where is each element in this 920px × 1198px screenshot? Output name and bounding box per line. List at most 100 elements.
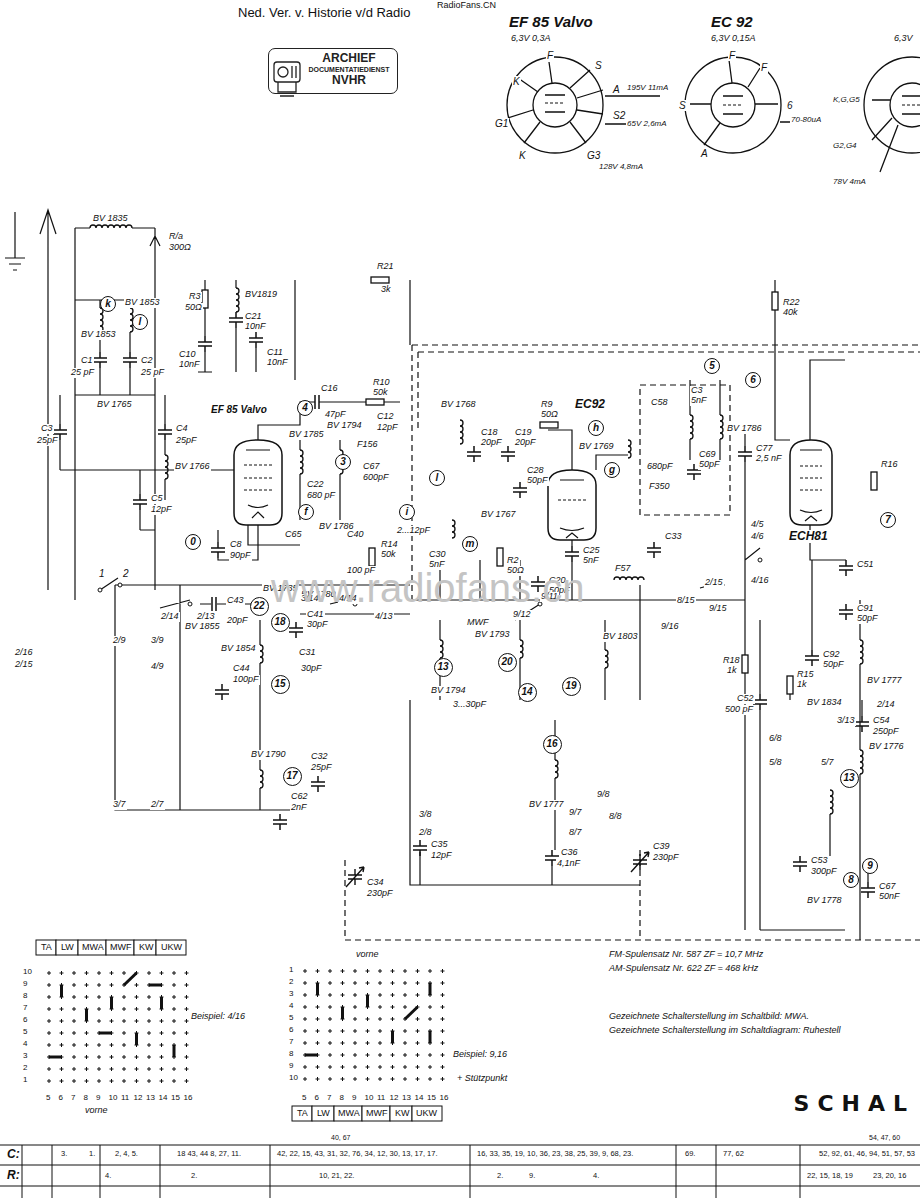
callout-circle: f	[298, 504, 314, 520]
parts-index-entry: 54, 47, 60	[868, 1134, 901, 1142]
resistor-symbol	[366, 399, 384, 405]
component-label: 10nF	[244, 322, 267, 332]
callout-circle: m	[462, 536, 478, 552]
contact-dot	[188, 602, 192, 606]
coil-symbol	[300, 450, 303, 474]
component-label: 9/16	[660, 622, 680, 632]
coil-symbol	[100, 308, 103, 332]
switch-table-label: 5	[301, 1094, 307, 1103]
switch-table-label: 8	[288, 1050, 294, 1059]
callout-number: 8	[848, 875, 854, 885]
radio-icon-details	[278, 66, 296, 96]
component-label: 9/8	[596, 790, 611, 800]
note: Gezeichnete Schalterstellung im Schaltdi…	[608, 1026, 842, 1036]
component-label: 230pF	[652, 853, 680, 863]
switch-table-label: LW	[316, 1109, 331, 1119]
valve-pin-label: 6	[786, 100, 794, 111]
component-label: C69	[698, 450, 717, 460]
contact-dot	[98, 588, 102, 592]
component-label: EF 85 Valvo	[210, 404, 268, 415]
component-label: C16	[320, 384, 339, 394]
callout-number: 18	[274, 617, 285, 627]
component-label: C52	[736, 694, 755, 704]
parts-index-entry: 77, 62	[722, 1150, 745, 1158]
coil-symbol	[452, 520, 455, 538]
component-label: C32	[310, 752, 329, 762]
component-label: C51	[856, 560, 875, 570]
switch-contact-bar	[110, 997, 113, 1009]
component-label: 2/14	[160, 612, 180, 622]
switch-contact-bar	[124, 973, 137, 985]
archive-heading: Ned. Ver. v. Historie v/d Radio	[237, 6, 411, 20]
component-label: C8	[229, 540, 243, 550]
component-label: 3...30pF	[452, 700, 487, 710]
component-label: 4/13	[374, 612, 394, 622]
component-label: C43	[226, 596, 245, 606]
capacitor-symbol	[738, 446, 752, 462]
component-label: 4/9	[150, 662, 165, 672]
coil-symbol	[690, 415, 693, 439]
coil-symbol	[614, 577, 644, 580]
callout-circle: 6	[745, 372, 761, 388]
contact-dot	[118, 583, 122, 587]
switch-table-label: Beispiel: 9,16	[452, 1050, 508, 1060]
switch-table-label: 7	[288, 1038, 294, 1047]
component-label: R14	[380, 540, 399, 550]
component-label: BV 1803	[602, 632, 639, 642]
coil-symbol	[90, 225, 132, 228]
callout-circle: 5	[704, 358, 720, 374]
callout-number: 4	[302, 403, 308, 413]
component-label: 25pF	[175, 436, 198, 446]
component-label: 1k	[796, 680, 808, 690]
component-label: F350	[648, 482, 671, 492]
callout-circle: l	[429, 470, 445, 486]
capacitor-symbol	[249, 332, 263, 348]
switch-table-header-cell	[292, 1106, 312, 1121]
component-label: 680pF	[646, 462, 674, 472]
capacitor-symbol	[198, 336, 212, 352]
callout-number: i	[406, 507, 409, 517]
resistor-symbol	[497, 548, 503, 566]
component-label: C28	[526, 466, 545, 476]
parts-index-entry: 9.	[528, 1172, 536, 1180]
capacitor-symbol	[315, 395, 319, 409]
coil-symbol	[860, 750, 863, 774]
component-label: C12	[376, 412, 395, 422]
coil-symbol	[260, 770, 263, 788]
capacitor-symbol	[273, 814, 287, 830]
switch-table-label: 4	[22, 1040, 28, 1049]
valve-pin-label: G2,G4	[832, 142, 858, 151]
switch-table-header-cell	[56, 940, 78, 955]
component-label: C10	[178, 350, 197, 360]
switch-table-header-cell	[134, 940, 156, 955]
switch-table-label: 13	[145, 1094, 156, 1103]
switch-contact-bar	[429, 983, 432, 995]
switch-grid-points	[47, 969, 445, 1083]
switch-table-label: KW	[394, 1109, 411, 1119]
callout-circle: 3	[335, 454, 351, 470]
valve-pin-label: 128V 4,8mA	[598, 163, 644, 172]
component-label: C18	[480, 428, 499, 438]
callout-number: k	[105, 299, 111, 309]
switch-table-label: MWA	[337, 1109, 361, 1119]
switch-table-label: vorne	[355, 950, 380, 960]
component-label: BV 1855	[184, 622, 221, 632]
component-label: 3/8	[418, 810, 433, 820]
component-label: BV 1778	[806, 896, 843, 906]
component-label: BV 1777	[528, 800, 565, 810]
switch-table-label: UKW	[415, 1109, 438, 1119]
component-label: ECH81	[788, 530, 829, 543]
component-label: C67	[362, 462, 381, 472]
callout-number: 3	[340, 457, 346, 467]
archive-stamp: ARCHIEFDOCUMENTATIEDIENSTNVHR	[268, 48, 398, 94]
capacitor-symbol	[413, 840, 427, 856]
component-label: C35	[430, 840, 449, 850]
capacitor-symbol	[861, 882, 875, 898]
component-label: 300pF	[810, 867, 838, 877]
stamp-text: DOCUMENTATIEDIENST	[307, 66, 391, 74]
callout-number: 22	[253, 601, 264, 611]
switch-contact-bar	[60, 985, 63, 997]
switch-table-label: Beispiel: 4/16	[190, 1012, 246, 1022]
valve-pin-label: S2	[612, 110, 626, 121]
